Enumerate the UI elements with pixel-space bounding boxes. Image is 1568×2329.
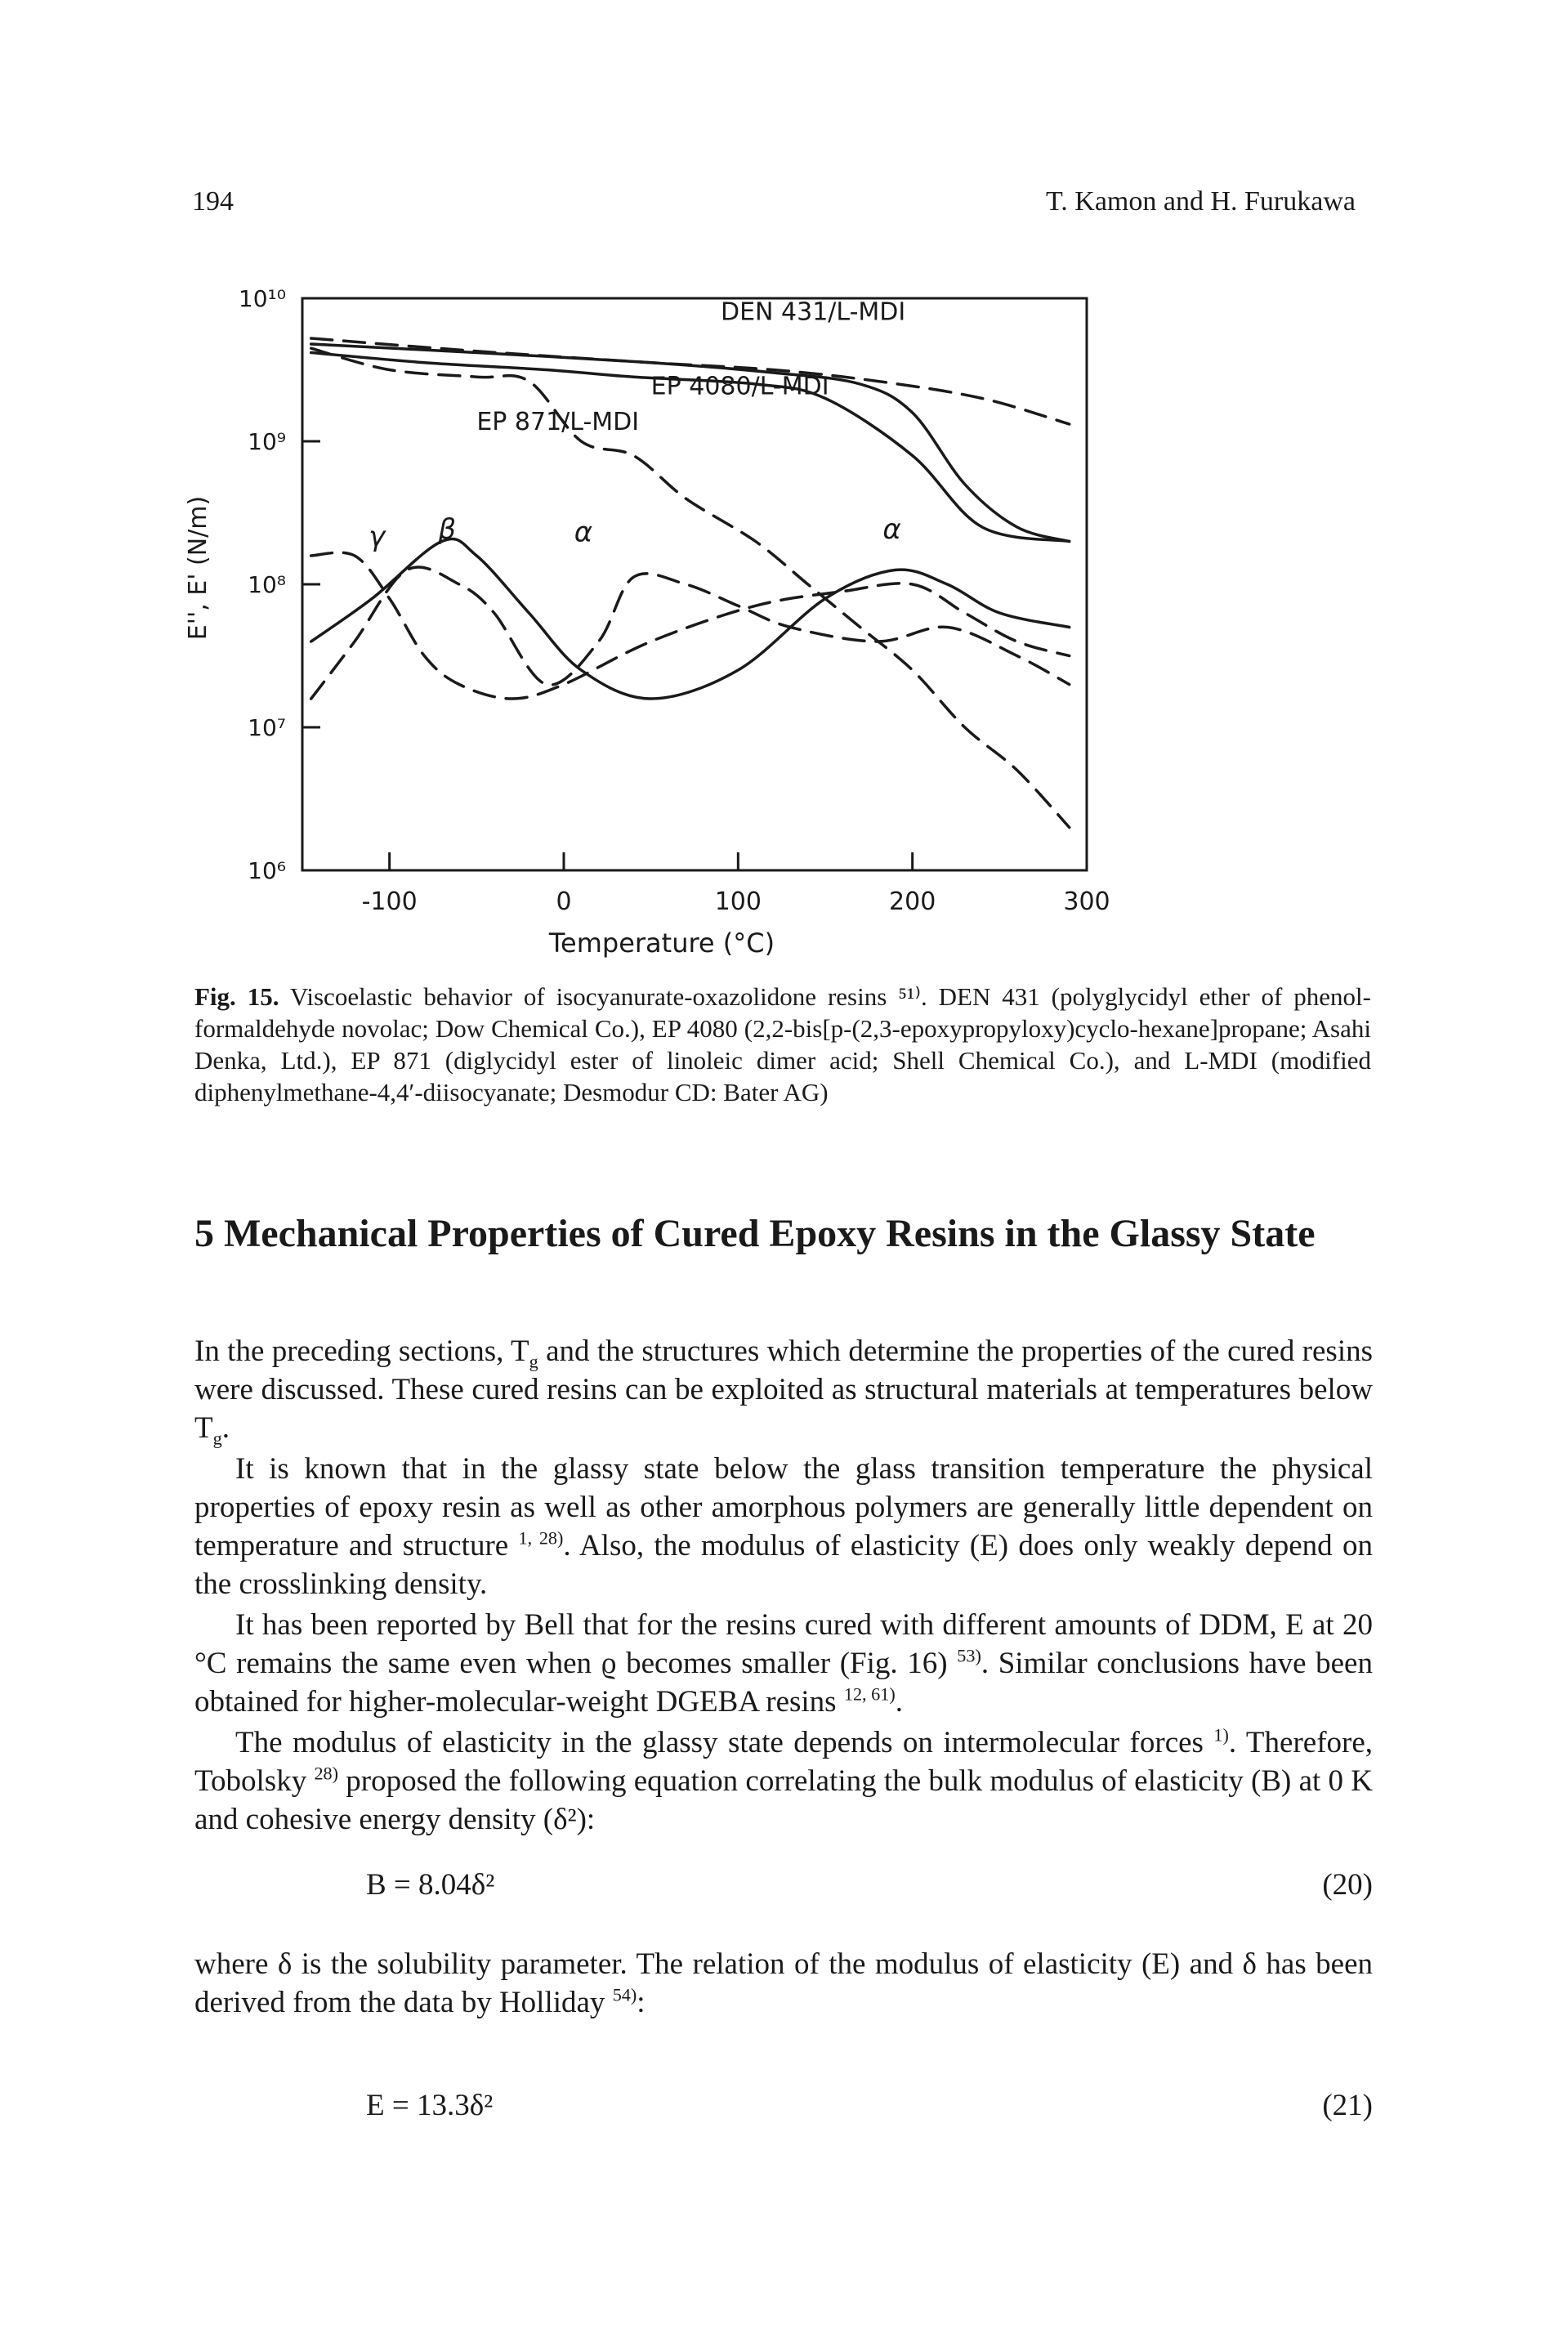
y-tick-label: 10¹⁰ [239,285,286,312]
chart-annotation: EP 4080/L-MDI [651,372,829,400]
paragraph-1: In the preceding sections, Tg and the st… [194,1334,1373,1449]
series-line-den-431-l-mdi-loss [309,337,1071,426]
series-line-den-431-l-mdi-storage [309,342,1071,543]
y-tick-label: 10⁶ [248,857,286,884]
viscoelastic-chart: -100 0 100 200 300 10¹⁰ 10⁹ 10⁸ 10⁷ 10⁶ Temperatur… [184,285,1110,959]
chart-annotation: α [574,516,592,549]
y-tick-label: 10⁹ [248,428,286,455]
x-tick-label: 300 [1063,887,1110,916]
figure-caption: Fig. 15. Viscoelastic behavior of isocya… [194,981,1371,1108]
paragraph-3: It has been reported by Bell that for th… [194,1608,1373,1719]
y-tick-label: 10⁸ [248,571,286,598]
chart-annotation: γ [369,521,386,553]
y-axis-label: E'', E' (N/m) [184,496,212,640]
equation-20-number: (20) [1322,1868,1373,1902]
equation-21-body: E = 13.3δ² [366,2089,494,2122]
chart-annotation: DEN 431/L-MDI [721,297,905,326]
x-tick-label: -100 [362,887,418,916]
series-line-ep-871-l-mdi-loss [309,537,1071,700]
caption-text: Viscoelastic behavior of isocyanurate-ox… [194,982,1371,1106]
running-head: T. Kamon and H. Furukawa [1046,186,1356,217]
caption-label: Fig. 15. [194,982,279,1011]
chart-annotation: β [437,513,456,546]
x-tick-label: 200 [889,887,936,916]
series-line-ep-4080-l-mdi-storage [309,351,1071,543]
section-title: 5 Mechanical Properties of Cured Epoxy R… [194,1212,1316,1255]
series-line-ep-871-l-mdi-storage [309,346,1071,829]
figure-15: -100 0 100 200 300 10¹⁰ 10⁹ 10⁸ 10⁷ 10⁶ Temperatur… [147,270,1160,972]
x-tick-label: 0 [556,887,571,916]
series-line-ep-4080-l-mdi-loss [309,551,1071,700]
equation-21-number: (21) [1322,2089,1373,2122]
y-tick-label: 10⁷ [248,714,286,741]
page-number: 194 [192,186,234,217]
equation-20-body: B = 8.04δ² [366,1868,495,1902]
series-line-den-431-l-mdi-loss [309,565,1071,700]
chart-annotation: EP 871/L-MDI [476,408,639,436]
x-axis-label: Temperature (°C) [548,928,775,959]
chart-annotation: α [882,513,900,546]
paragraph-2: It is known that in the glassy state bel… [194,1452,1373,1601]
x-tick-label: 100 [715,887,762,916]
paragraph-4: The modulus of elasticity in the glassy … [194,1724,1374,1836]
paragraph-5: where δ is the solubility parameter. The… [194,1947,1373,2019]
